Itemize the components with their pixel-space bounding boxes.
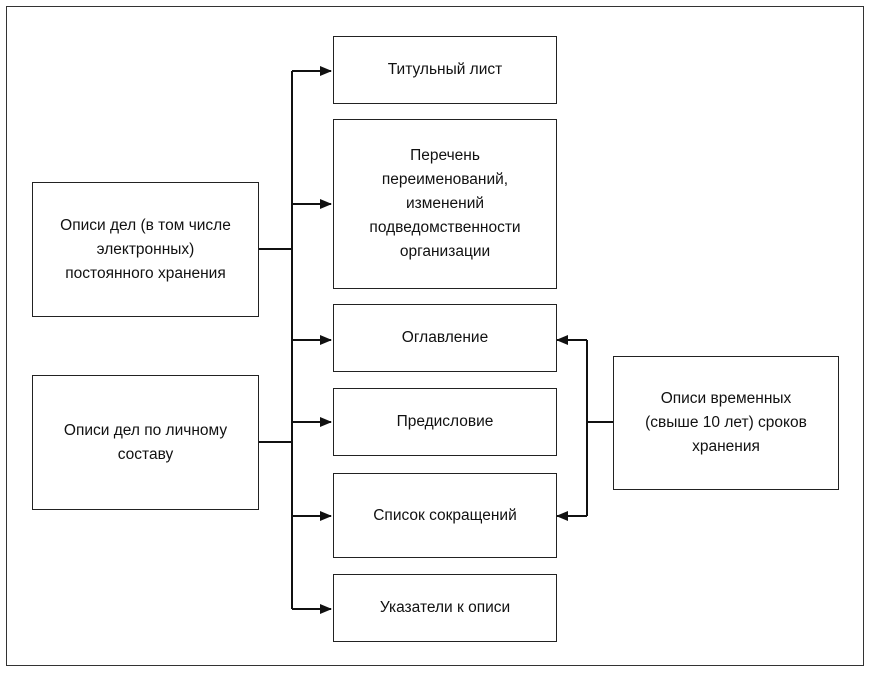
element-abbreviations-label: Список сокращений [373, 506, 517, 524]
source-permanent-inventories: Описи дел (в том числе электронных) пост… [32, 182, 259, 317]
element-contents-label: Оглавление [401, 329, 489, 346]
element-title-page-label: Титульный лист [387, 61, 503, 78]
element-contents: Оглавление [333, 304, 557, 372]
element-renaming-list-label: Перечень переименований, изменений подве… [369, 147, 521, 260]
element-indexes: Указатели к описи [333, 574, 557, 642]
source-personnel-inventories: Описи дел по личному составу [32, 375, 259, 510]
element-preface-label: Предисловие [396, 413, 494, 430]
element-indexes-label: Указатели к описи [379, 599, 511, 616]
element-preface: Предисловие [333, 388, 557, 456]
element-title-page: Титульный лист [333, 36, 557, 104]
source-personnel-label: Описи дел по личному составу [63, 421, 228, 463]
source-permanent-label: Описи дел (в том числе электронных) пост… [60, 216, 231, 282]
element-renaming-list: Перечень переименований, изменений подве… [333, 119, 557, 289]
element-abbreviations: Список сокращений [333, 473, 557, 558]
source-temporary-inventories: Описи временных (свыше 10 лет) сроков хр… [613, 356, 839, 490]
source-temporary-label: Описи временных (свыше 10 лет) сроков хр… [645, 390, 807, 455]
